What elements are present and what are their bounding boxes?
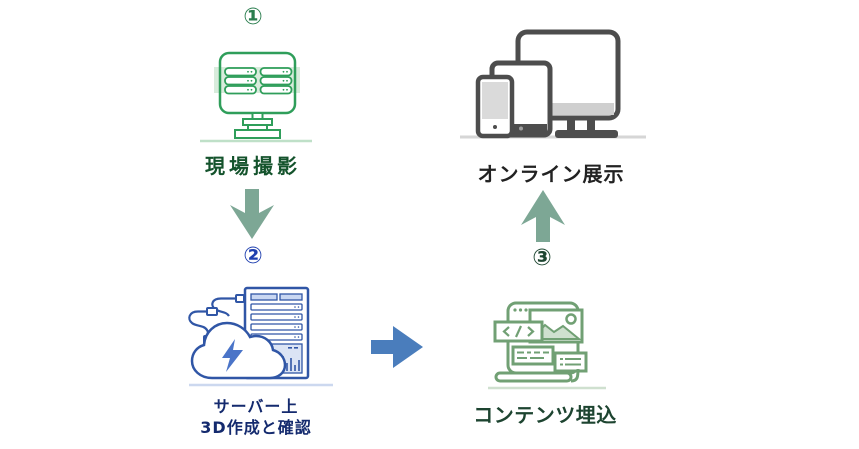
cloud-server-icon <box>185 278 335 388</box>
step2-label-line1: サーバー上 <box>213 397 299 416</box>
step2-number: ② <box>243 243 263 269</box>
arrow-right-icon <box>371 326 423 368</box>
step2-label: サーバー上 3D作成と確認 <box>200 397 311 439</box>
step3-label: コンテンツ埋込 <box>473 403 617 427</box>
step1-label: 現場撮影 <box>205 154 301 178</box>
online-label: オンライン展示 <box>477 162 625 186</box>
server-rack-display-icon <box>198 46 314 144</box>
arrow-up-icon <box>521 190 565 242</box>
web-content-embed-icon <box>478 283 608 391</box>
step2-label-line2: 3D作成と確認 <box>200 417 312 437</box>
step1-number: ① <box>243 4 263 30</box>
step3-number: ③ <box>532 245 552 271</box>
responsive-devices-icon <box>458 18 648 140</box>
arrow-down-icon <box>230 189 274 239</box>
